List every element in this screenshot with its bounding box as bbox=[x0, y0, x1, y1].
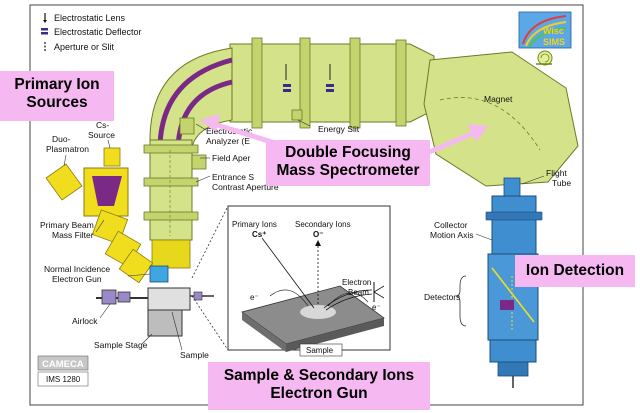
legend: Electrostatic Lens Electrostatic Deflect… bbox=[41, 13, 142, 52]
callout-double-focusing: Double Focusing Mass Spectrometer bbox=[266, 140, 430, 186]
inset-e-minus-left: e⁻ bbox=[250, 293, 259, 302]
magnet: Magnet bbox=[423, 51, 579, 187]
cs-source-label-line2: Source bbox=[88, 130, 115, 140]
sample-chamber bbox=[96, 287, 214, 337]
wiscsims-logo: Wisc SIMS bbox=[518, 11, 572, 66]
energy-slit-label: Energy Slit bbox=[318, 124, 360, 134]
ionization-inset: Primary Ions Cs⁺ Secondary Ions O⁻ Elect… bbox=[191, 205, 391, 357]
normal-incidence-label-line2: Electron Gun bbox=[52, 274, 102, 284]
legend-deflector: Electrostatic Deflector bbox=[54, 27, 142, 37]
inset-electron-label: Electron bbox=[342, 278, 371, 287]
collector-motion-label-line1: Collector bbox=[434, 220, 468, 230]
esa-label-line2: Analyzer (E bbox=[206, 136, 250, 146]
legend-lens: Electrostatic Lens bbox=[54, 13, 126, 23]
callout-sample-secondary-ions: Sample & Secondary Ions Electron Gun bbox=[208, 362, 430, 410]
airlock-label: Airlock bbox=[72, 316, 98, 326]
inset-o-minus: O⁻ bbox=[313, 230, 323, 239]
callout-primary-ion-sources: Primary Ion Sources bbox=[0, 71, 114, 121]
svg-text:Wisc: Wisc bbox=[543, 26, 564, 36]
inset-beam-label: Beam bbox=[348, 288, 369, 297]
deflector-legend-icon bbox=[41, 28, 48, 31]
sample-stage-label: Sample Stage bbox=[94, 340, 148, 350]
duoplasmatron-label-line2: Plasmatron bbox=[46, 144, 89, 154]
flight-tube-label-line1: Flight bbox=[546, 168, 567, 178]
collector-motion-label-line2: Motion Axis bbox=[430, 230, 473, 240]
legend-aperture: Aperture or Slit bbox=[54, 42, 115, 52]
svg-text:SIMS: SIMS bbox=[543, 37, 565, 47]
primary-column bbox=[45, 147, 169, 284]
contrast-aperture-label: Contrast Aperture bbox=[212, 182, 279, 192]
secondary-column bbox=[143, 139, 207, 269]
entrance-slit-label: Entrance S bbox=[212, 172, 254, 182]
inset-e-minus-right: e⁻ bbox=[372, 303, 381, 312]
inset-sample-label: Sample bbox=[306, 346, 334, 355]
inset-cs-plus: Cs⁺ bbox=[252, 230, 266, 239]
cameca-brand: CAMECA IMS 1280 bbox=[37, 355, 89, 387]
model-label: IMS 1280 bbox=[46, 375, 81, 384]
cs-source-label-line1: Cs- bbox=[96, 120, 109, 130]
cameca-logo: CAMECA bbox=[42, 359, 84, 370]
flight-tube-label-line2: Tube bbox=[552, 178, 571, 188]
duoplasmatron-label-line1: Duo- bbox=[52, 134, 71, 144]
primary-beam-filter-label-line1: Primary Beam bbox=[40, 220, 94, 230]
inset-secondary-ions: Secondary Ions bbox=[295, 220, 351, 229]
sample-label: Sample bbox=[180, 350, 209, 360]
callout-ion-detection: Ion Detection bbox=[515, 255, 635, 287]
magnet-label: Magnet bbox=[484, 94, 513, 104]
mass-spectrometer-body bbox=[229, 37, 435, 129]
primary-beam-filter-label-line2: Mass Filter bbox=[52, 230, 94, 240]
inset-primary-ions: Primary Ions bbox=[232, 220, 277, 229]
normal-incidence-label-line1: Normal Incidence bbox=[44, 264, 110, 274]
detectors-label: Detectors bbox=[424, 292, 460, 302]
field-aperture-label: Field Aper bbox=[212, 153, 250, 163]
